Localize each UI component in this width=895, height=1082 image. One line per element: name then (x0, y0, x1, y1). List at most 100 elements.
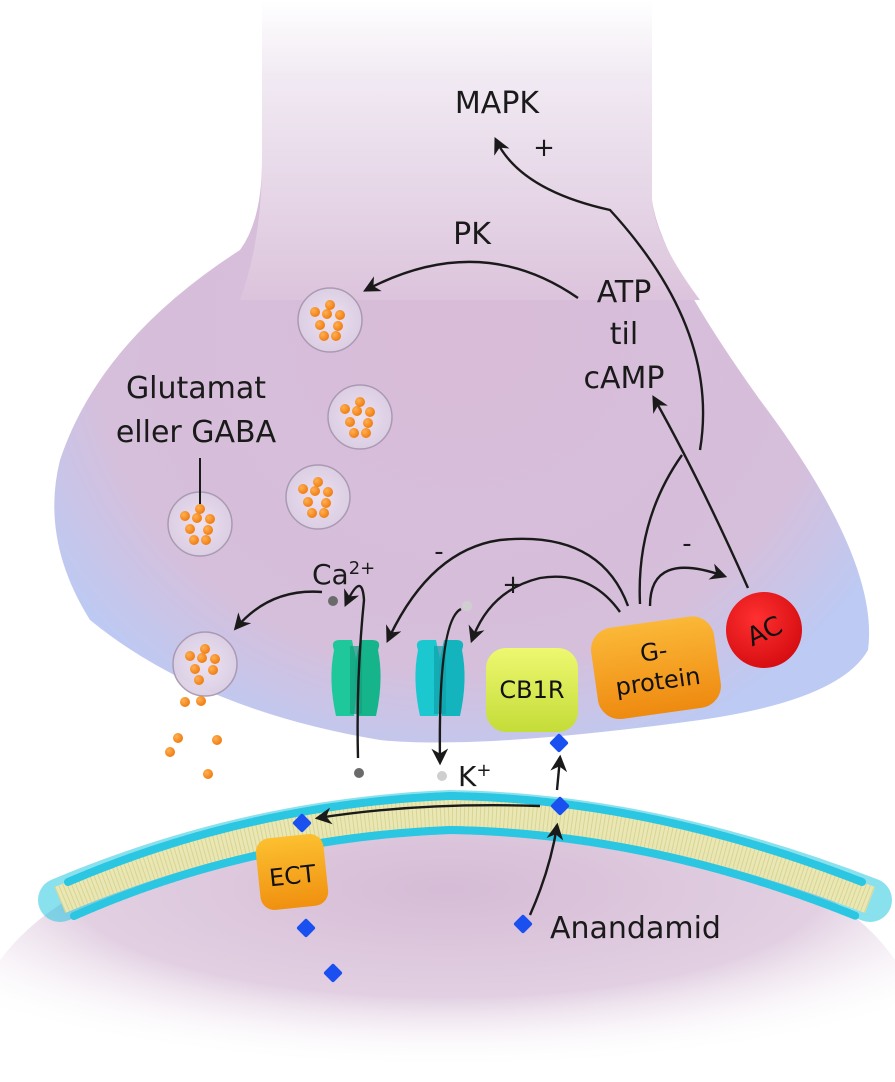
potassium-charge: + (476, 760, 491, 781)
arrow-calcium-to-vesicle (233, 590, 323, 631)
arrow-anandamide-to-ect (314, 804, 541, 825)
calcium-ion-inside (328, 596, 338, 606)
arrow-gprotein-to-ac (648, 563, 728, 607)
arrow-anandamide-release (528, 822, 564, 916)
arrow-pk-to-vesicle (363, 260, 579, 299)
arrow-gprotein-to-k-channel (468, 575, 621, 644)
potassium-label: K+ (458, 760, 491, 793)
neurotransmitter-molecule (321, 498, 331, 508)
calcium-label: Ca2+ (312, 558, 375, 591)
neurotransmitter-molecule (200, 644, 210, 654)
neurotransmitter-molecule (340, 404, 350, 414)
neurotransmitter-molecule (333, 321, 343, 331)
arrow-gprotein-up (638, 454, 683, 605)
arrow-to-mapk (494, 136, 705, 451)
g-protein-label-line1: G- (638, 636, 669, 668)
released-neurotransmitter (173, 733, 183, 743)
arrow-calcium-influx (344, 584, 366, 759)
anandamide-label: Anandamid (550, 911, 721, 946)
ect-transporter: ECT (255, 834, 329, 910)
neurotransmitter-molecule (197, 653, 207, 663)
neurotransmitter-molecule (310, 307, 320, 317)
neurotransmitter-molecule (315, 320, 325, 330)
neurotransmitter-molecule (298, 484, 308, 494)
synaptic-vesicle (172, 631, 238, 697)
presynaptic-terminal (54, 0, 870, 743)
anandamide-molecule (549, 733, 569, 753)
neurotransmitter-molecule (345, 417, 355, 427)
neurotransmitter-molecule (210, 654, 220, 664)
neurotransmitter-molecule (192, 513, 202, 523)
neurotransmitter-molecule (319, 331, 329, 341)
neurotransmitter-molecule (361, 428, 371, 438)
anandamide-molecule (550, 796, 570, 816)
neurotransmitter-molecule (322, 309, 332, 319)
synaptic-vesicle (285, 464, 351, 530)
calcium-symbol: Ca (312, 558, 349, 591)
neurotransmitter-molecule (195, 504, 205, 514)
released-neurotransmitter (203, 769, 213, 779)
neurotransmitter-molecule (185, 524, 195, 534)
calcium-charge: 2+ (349, 558, 376, 579)
neurotransmitter-molecule (363, 418, 373, 428)
anandamide-molecule (513, 914, 533, 934)
cb1r-receptor: CB1R (486, 648, 578, 732)
synaptic-vesicle (297, 287, 363, 353)
glutamate-label-line2: eller GABA (116, 415, 277, 450)
released-neurotransmitter (180, 697, 190, 707)
neurotransmitter-molecule (189, 535, 199, 545)
pk-label: PK (453, 217, 492, 252)
neurotransmitter-molecule (349, 428, 359, 438)
synaptic-vesicle (327, 384, 393, 450)
arrow-gprotein-to-ca-channel (386, 537, 630, 644)
neurotransmitter-molecule (205, 514, 215, 524)
mapk-sign: + (533, 133, 555, 163)
neurotransmitter-molecule (323, 487, 333, 497)
adenylyl-cyclase: AC (726, 592, 802, 668)
arrow-potassium-efflux (431, 607, 462, 766)
potassium-symbol: K (458, 760, 477, 793)
synaptic-vesicle (167, 491, 233, 557)
arrow-anandamide-to-cb1r (550, 754, 568, 791)
neurotransmitter-molecule (190, 664, 200, 674)
neurotransmitter-molecule (319, 508, 329, 518)
pathway-arrows (199, 136, 750, 916)
neurotransmitter-molecule (355, 397, 365, 407)
anandamide-molecule (296, 918, 316, 938)
anandamide-molecule (323, 963, 343, 983)
potassium-ion-inside (462, 601, 472, 611)
neurotransmitter-molecule (185, 651, 195, 661)
released-neurotransmitter (165, 747, 175, 757)
neurotransmitter-molecule (352, 406, 362, 416)
atp-label-line2: til (610, 317, 638, 352)
atp-label-line3: cAMP (584, 361, 665, 396)
neurotransmitter-molecule (307, 508, 317, 518)
neurotransmitter-molecule (201, 535, 211, 545)
glutamate-label-line1: Glutamat (126, 371, 266, 406)
neurotransmitter-molecule (365, 407, 375, 417)
neurotransmitter-molecule (325, 300, 335, 310)
neurotransmitter-molecule (208, 665, 218, 675)
released-neurotransmitter (196, 696, 206, 706)
anandamide-molecule (292, 813, 312, 833)
ect-label: ECT (268, 860, 318, 893)
g-protein: G- protein (591, 616, 721, 720)
atp-label-line1: ATP (597, 275, 652, 310)
potassium-ion-outside (437, 771, 447, 781)
potassium-channel (415, 640, 465, 716)
neurotransmitter-molecule (310, 486, 320, 496)
mapk-label: MAPK (455, 86, 540, 121)
calcium-channel (331, 640, 381, 716)
neurotransmitter-molecule (335, 310, 345, 320)
ac-inhibition-sign: - (682, 529, 691, 559)
k-channel-activation-sign: + (502, 570, 524, 600)
neurotransmitter-molecule (203, 525, 213, 535)
released-neurotransmitter (212, 735, 222, 745)
neurotransmitter-molecule (303, 497, 313, 507)
neurotransmitter-molecule (313, 477, 323, 487)
arrow-ac-to-camp (652, 395, 750, 589)
neurotransmitter-molecule (194, 675, 204, 685)
postsynaptic-neuron (0, 789, 895, 1082)
neurotransmitter-molecule (180, 511, 190, 521)
